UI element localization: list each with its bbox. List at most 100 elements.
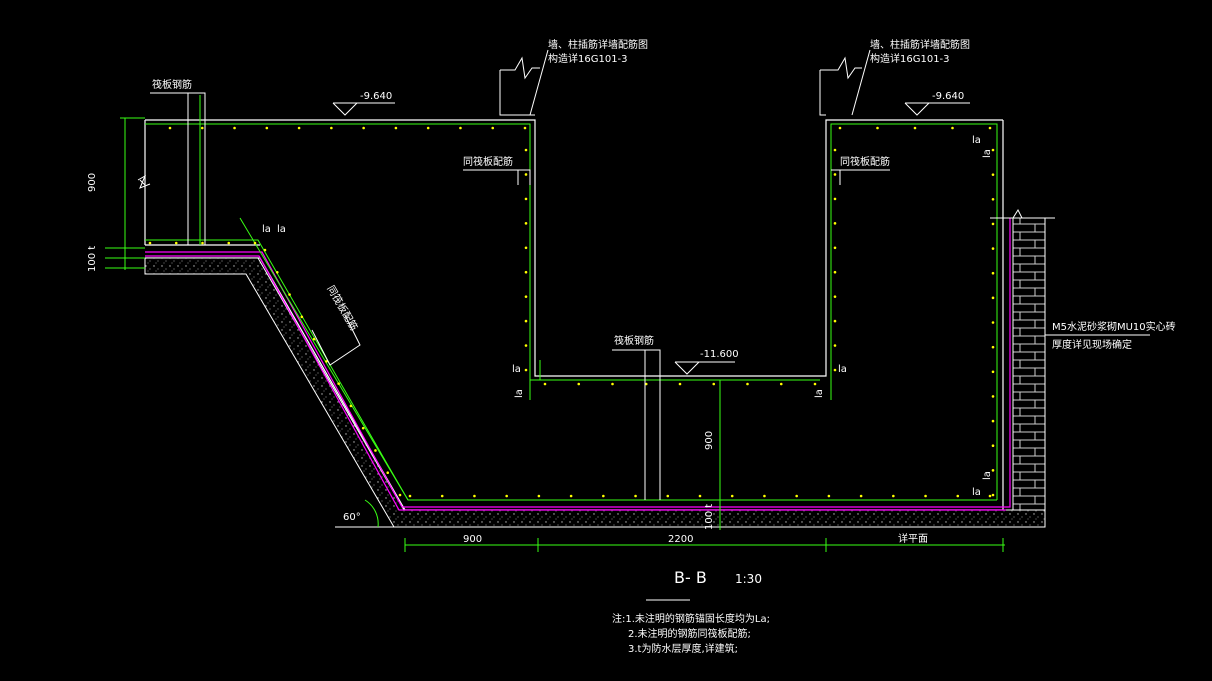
rebar-dot xyxy=(275,270,279,274)
dimension-lines xyxy=(105,117,1005,552)
rebar-dot xyxy=(524,344,528,347)
rebar-dot xyxy=(459,126,462,130)
elevation-right: -9.640 xyxy=(932,91,964,102)
rebar-dot xyxy=(168,126,172,130)
rebar-dot xyxy=(698,494,702,498)
rebar-dot xyxy=(988,494,992,498)
rebar-dot xyxy=(678,382,682,386)
rebar-dot xyxy=(666,494,670,498)
rebar-dot xyxy=(265,126,269,130)
rebar-dot xyxy=(524,222,528,225)
rebar-dot xyxy=(991,321,995,324)
rebar-dot xyxy=(297,126,301,130)
rebar-dot xyxy=(991,222,995,226)
note-line: 2.未注明的钢筋同筏板配筋; xyxy=(628,627,751,640)
rebar-dot xyxy=(833,344,837,347)
rebar-dot xyxy=(991,444,995,448)
label-wall-anchor-left-2: 构造详16G101-3 xyxy=(548,52,628,65)
note-line: 注:1.未注明的钢筋锚固长度均为La; xyxy=(612,612,770,625)
rebar-dot xyxy=(524,319,528,323)
dim-bottom-900: 900 xyxy=(463,534,482,545)
la-mark: la xyxy=(277,224,286,235)
rebar-dot xyxy=(951,126,954,130)
gravel-bedding xyxy=(144,257,1046,528)
rebar-dot xyxy=(524,368,528,372)
rebar-dot xyxy=(827,494,831,498)
rebar-dot xyxy=(991,148,995,152)
rebar-dot xyxy=(833,246,837,250)
rebar-dot xyxy=(833,222,837,225)
rebar-dot xyxy=(991,173,995,176)
rebar-dot xyxy=(611,382,614,386)
rebar-dot xyxy=(833,270,837,274)
rebar-dot xyxy=(913,126,917,130)
rebar-dot xyxy=(440,494,444,498)
rebar-dot xyxy=(991,271,995,275)
waterproof-layer xyxy=(145,218,1011,511)
rebar-dot xyxy=(227,241,231,245)
rebar-dot xyxy=(763,494,766,498)
rebar-dot xyxy=(312,337,316,341)
rebar-dot xyxy=(524,295,528,298)
rebar-dot xyxy=(634,494,637,498)
rebar-dot xyxy=(644,382,648,386)
rebar-dot xyxy=(991,197,995,201)
rebar-dot xyxy=(386,471,390,475)
label-brick-wall-1: M5水泥砂浆砌MU10实心砖 xyxy=(1052,320,1176,333)
label-wall-anchor-left-1: 墙、柱插筋详墙配筋图 xyxy=(548,38,648,51)
rebar-dot xyxy=(394,126,398,130)
rebar-dot xyxy=(833,295,837,298)
rebar-dot xyxy=(991,370,995,374)
label-wall-anchor-right-1: 墙、柱插筋详墙配筋图 xyxy=(870,38,970,51)
label-brick-wall-2: 厚度详见现场确定 xyxy=(1052,338,1132,351)
rebar-dot xyxy=(991,395,995,398)
dim-bottom-detail: 详平面 xyxy=(898,532,928,545)
rebar-dot xyxy=(779,382,783,386)
rebar-dot xyxy=(712,382,716,386)
la-mark: la xyxy=(982,471,993,480)
la-mark: la xyxy=(512,364,521,375)
rebar-dot xyxy=(537,494,541,498)
rebar-dot xyxy=(833,148,837,152)
rebar-dot xyxy=(524,270,528,274)
rebar-dot xyxy=(838,126,842,130)
leader-lines xyxy=(137,49,1150,528)
rebar-dot xyxy=(148,241,152,245)
rebar-dot xyxy=(174,241,178,245)
rebar-dot xyxy=(833,197,837,201)
elevation-pit: -11.600 xyxy=(700,349,739,360)
label-slope-rebar: 同筏板配筋 xyxy=(324,283,360,333)
rebar-dot xyxy=(991,493,995,497)
la-mark: la xyxy=(262,224,271,235)
rebar-dot xyxy=(523,126,527,130)
rebar-dot xyxy=(524,246,528,250)
rebar-dot xyxy=(577,382,581,386)
rebar-dot xyxy=(288,293,291,296)
note-line: 3.t为防水层厚度,详建筑; xyxy=(628,642,738,655)
section-title: B- B xyxy=(674,568,707,587)
rebar-dot xyxy=(956,494,960,498)
label-wall-anchor-right-2: 构造详16G101-3 xyxy=(870,52,950,65)
rebar-dot xyxy=(833,319,837,323)
rebar-dot xyxy=(330,126,333,130)
rebar-dot xyxy=(795,494,798,498)
la-mark: la xyxy=(972,487,981,498)
label-same-raft-left: 同筏板配筋 xyxy=(463,155,513,168)
rebar-dot xyxy=(991,419,995,423)
dim-bottom-100t: 100 t xyxy=(704,504,715,530)
rebar-dot xyxy=(426,126,430,130)
rebar-dot xyxy=(876,126,879,130)
rebar-dot xyxy=(746,382,749,386)
rebar-dot xyxy=(569,494,573,498)
rebar-dot xyxy=(991,469,995,472)
dim-left-900: 900 xyxy=(87,173,98,192)
brick-wall xyxy=(1012,217,1046,511)
label-angle: 60° xyxy=(343,512,361,523)
elevation-markers xyxy=(332,102,970,375)
la-mark: la xyxy=(814,389,825,398)
rebar-dot xyxy=(991,345,995,349)
rebar-dot xyxy=(337,382,340,385)
rebar-dot xyxy=(833,368,837,372)
la-mark: la xyxy=(514,389,525,398)
